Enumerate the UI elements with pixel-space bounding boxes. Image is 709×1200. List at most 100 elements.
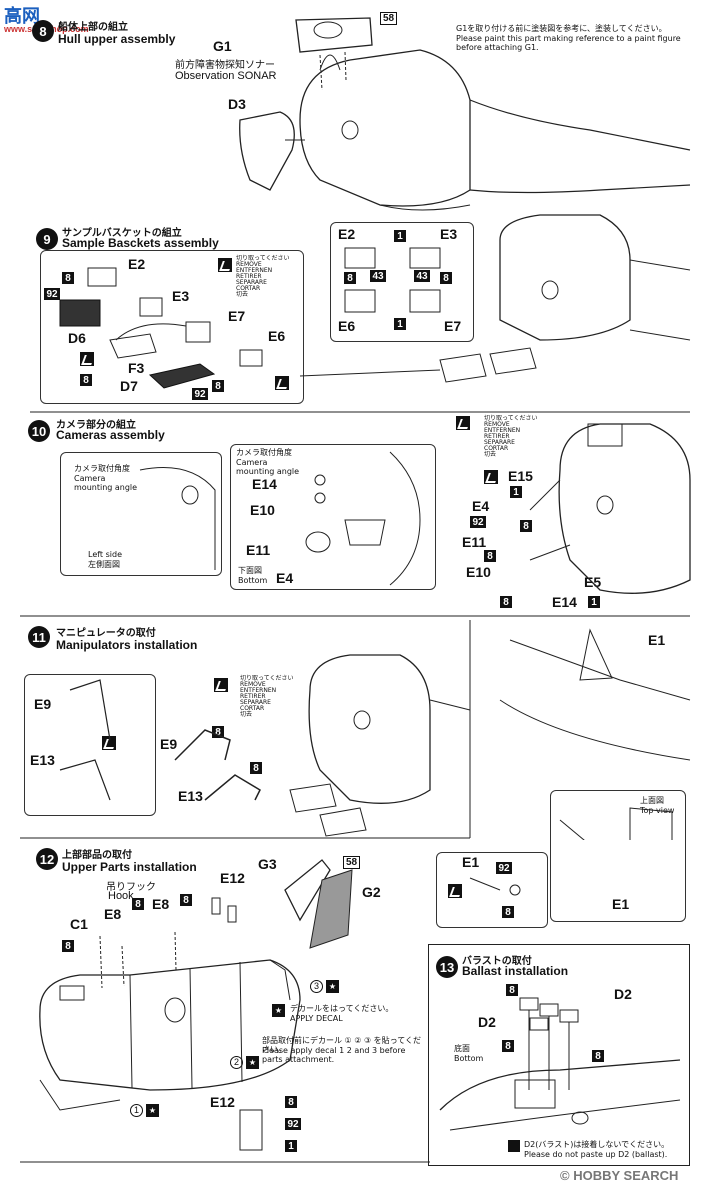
color-8: 8 bbox=[502, 1040, 514, 1052]
color-8: 8 bbox=[520, 520, 532, 532]
part-c1: C1 bbox=[70, 916, 88, 932]
part-e8: E8 bbox=[104, 906, 122, 922]
step11-title-en: Manipulators installation bbox=[56, 638, 198, 652]
step8-note-jp: G1を取り付ける前に塗装図を参考に、塗装してください。 bbox=[456, 24, 667, 33]
color-92: 92 bbox=[192, 388, 208, 400]
color-1: 1 bbox=[394, 318, 406, 330]
decal-star-icon: ★ bbox=[146, 1104, 159, 1117]
step13-title-jp: バラストの取付 bbox=[462, 956, 532, 967]
inset-e7: E7 bbox=[444, 318, 462, 334]
color-92: 92 bbox=[496, 862, 512, 874]
part-e8-2: E8 bbox=[152, 896, 170, 912]
step8-title-en: Hull upper assembly bbox=[58, 32, 176, 46]
part-d7: D7 bbox=[120, 378, 138, 394]
hook-en: Hook bbox=[108, 890, 134, 902]
part-e7: E7 bbox=[228, 308, 246, 324]
decal-star-icon: ★ bbox=[272, 1004, 285, 1017]
color-8: 8 bbox=[440, 272, 452, 284]
hull-upper-drawing bbox=[239, 17, 691, 211]
bottom-jp-13: 底面 bbox=[454, 1044, 470, 1053]
cameras-drawing bbox=[20, 423, 691, 617]
angle-en-2: Camera mounting angle bbox=[236, 458, 300, 476]
color-43: 43 bbox=[414, 270, 430, 282]
cut-icon bbox=[80, 352, 94, 366]
color-8: 8 bbox=[212, 726, 224, 738]
color-8: 8 bbox=[212, 380, 224, 392]
step8-note-en: Please paint this part making reference … bbox=[456, 34, 681, 52]
bottom-jp: 下面図 bbox=[238, 566, 262, 575]
copyright-icon: © bbox=[560, 1168, 570, 1183]
step10-center-inset bbox=[230, 444, 436, 590]
step8-number: 8 bbox=[32, 20, 54, 42]
step10-title-jp: カメラ部分の組立 bbox=[56, 420, 136, 431]
color-8: 8 bbox=[80, 374, 92, 386]
part-g2: G2 bbox=[362, 884, 381, 900]
angle-jp-2: カメラ取付角度 bbox=[236, 448, 292, 457]
angle-en: Camera mounting angle bbox=[74, 474, 138, 492]
part-e4-main: E4 bbox=[472, 498, 490, 514]
color-1: 1 bbox=[285, 1140, 297, 1152]
hook-jp: 吊りフック bbox=[106, 882, 156, 893]
part-e11: E11 bbox=[246, 542, 271, 558]
g1-jp: 前方障害物探知ソナー bbox=[175, 60, 275, 71]
part-e10-main: E10 bbox=[466, 564, 491, 580]
color-92: 92 bbox=[44, 288, 60, 300]
step9-number: 9 bbox=[36, 228, 58, 250]
step13-note-en: Please do not paste up D2 (ballast). bbox=[524, 1150, 668, 1159]
step10-number: 10 bbox=[28, 420, 50, 442]
part-e4: E4 bbox=[276, 570, 294, 586]
part-g3: G3 bbox=[258, 856, 277, 872]
color-1: 1 bbox=[394, 230, 406, 242]
step9-center-inset bbox=[330, 222, 474, 342]
step13-title-en: Ballast installation bbox=[462, 964, 569, 978]
color-92: 92 bbox=[470, 516, 486, 528]
decal-star-icon: ★ bbox=[246, 1056, 259, 1069]
part-e9: E9 bbox=[160, 736, 178, 752]
part-e14: E14 bbox=[252, 476, 277, 492]
cut-icon bbox=[484, 470, 498, 484]
step9-title-en: Sample Basckets assembly bbox=[62, 236, 219, 250]
part-f3: F3 bbox=[128, 360, 145, 376]
step13-number: 13 bbox=[436, 956, 458, 978]
cut-icon bbox=[448, 884, 462, 898]
step12-title-en: Upper Parts installation bbox=[62, 860, 197, 874]
color-8: 8 bbox=[500, 596, 512, 608]
part-e14-main: E14 bbox=[552, 594, 577, 610]
decal-1: 1 bbox=[130, 1104, 143, 1117]
color-8: 8 bbox=[344, 272, 356, 284]
step12-number: 12 bbox=[36, 848, 58, 870]
part-e1-main: E1 bbox=[648, 632, 666, 648]
step10-left-inset bbox=[60, 452, 222, 576]
step8-title-jp: 船体上部の組立 bbox=[58, 22, 128, 33]
color-8: 8 bbox=[132, 898, 144, 910]
footer-brand: © HOBBY SEARCH bbox=[560, 1168, 678, 1183]
brand-text: HOBBY SEARCH bbox=[573, 1168, 679, 1183]
decal-note-jp: 部品取付前にデカール ① ② ③ を貼ってください。 bbox=[262, 1036, 422, 1054]
part-e13: E13 bbox=[178, 788, 203, 804]
part-d2-b: D2 bbox=[478, 1014, 496, 1030]
step11-left-inset bbox=[24, 674, 156, 816]
part-d6: D6 bbox=[68, 330, 86, 346]
step13-note-jp: D2(バラスト)は接着しないでください。 bbox=[524, 1140, 670, 1149]
inset-e3: E3 bbox=[440, 226, 458, 242]
color-58: 58 bbox=[343, 856, 361, 869]
part-e2: E2 bbox=[128, 256, 146, 272]
bottom-en-13: Bottom bbox=[454, 1054, 484, 1063]
step9-left-inset bbox=[40, 250, 304, 404]
cut-icon bbox=[102, 736, 116, 750]
inset-e6: E6 bbox=[338, 318, 356, 334]
color-8: 8 bbox=[592, 1050, 604, 1062]
color-43: 43 bbox=[370, 270, 386, 282]
part-e13-inset: E13 bbox=[30, 752, 55, 768]
decal-star-icon: ★ bbox=[326, 980, 339, 993]
step12-title-jp: 上部部品の取付 bbox=[62, 850, 132, 861]
inset-e2: E2 bbox=[338, 226, 356, 242]
top-view-jp: 上面図 bbox=[640, 796, 664, 805]
decal-jp: デカールをはってください。 bbox=[290, 1004, 394, 1013]
bottom-en: Bottom bbox=[238, 576, 268, 585]
manipulators-drawing bbox=[20, 620, 691, 840]
part-e11-main: E11 bbox=[462, 534, 487, 550]
